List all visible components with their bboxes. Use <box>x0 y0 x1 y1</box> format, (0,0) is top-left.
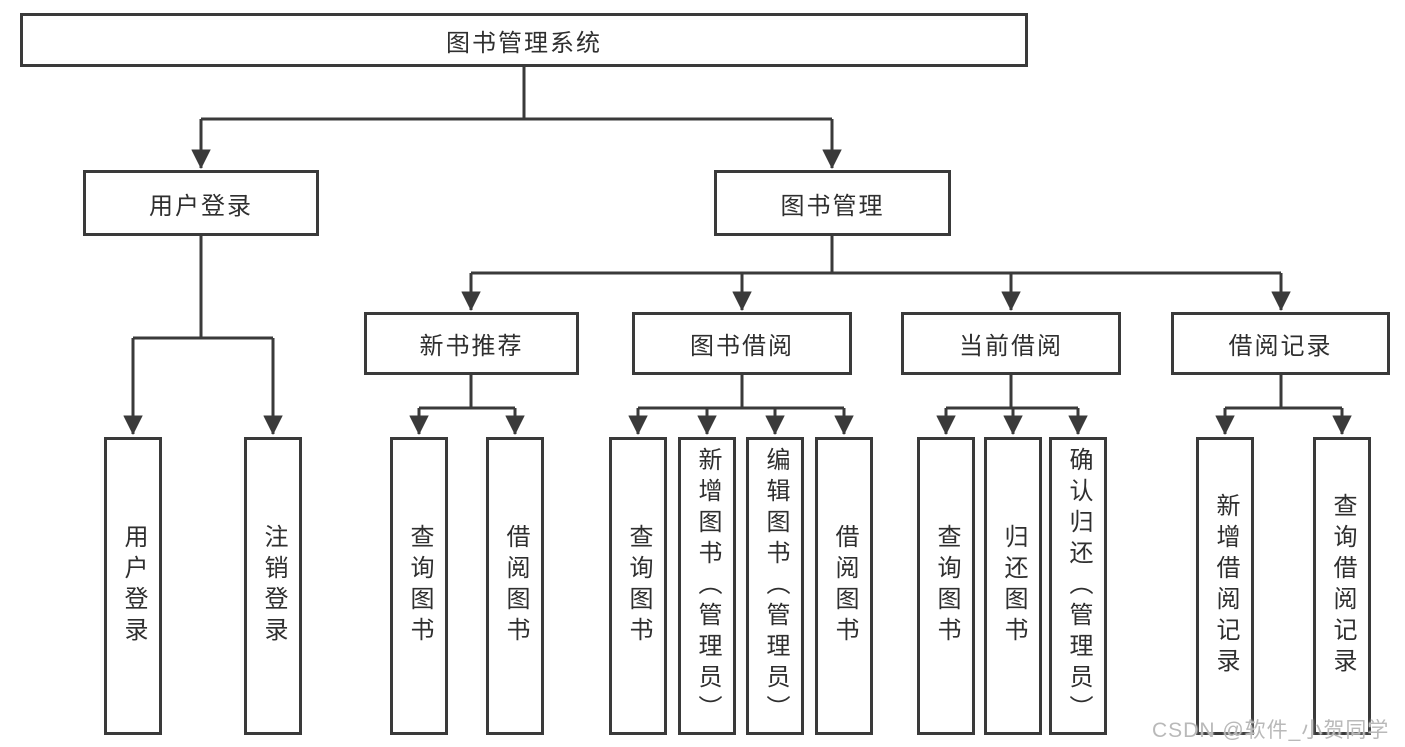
connector-book-management-split <box>471 236 1281 275</box>
connector-borrow-records-split <box>1225 375 1342 410</box>
node-label: 图书借阅 <box>690 333 794 360</box>
leaf-bb-edit-books-admin: 编辑图书（管理员） <box>746 437 804 735</box>
leaf-bb-add-books-admin: 新增图书（管理员） <box>678 437 736 735</box>
node-user-login: 用户登录 <box>83 170 319 236</box>
leaf-user-login: 用户登录 <box>104 437 162 735</box>
leaf-label: 借阅图书 <box>502 524 529 648</box>
node-label: 借阅记录 <box>1228 333 1333 360</box>
node-library-management-system: 图书管理系统 <box>20 13 1028 67</box>
node-book-borrow: 图书借阅 <box>632 312 852 375</box>
leaf-label: 查询图书 <box>933 524 960 648</box>
connector-new-book-split <box>419 375 515 410</box>
leaf-label: 查询图书 <box>406 524 433 648</box>
node-current-borrow: 当前借阅 <box>901 312 1121 375</box>
node-new-book-recommend: 新书推荐 <box>364 312 579 375</box>
connector-current-borrow-split <box>946 375 1078 410</box>
leaf-bb-borrow-books: 借阅图书 <box>815 437 873 735</box>
leaf-br-query-record: 查询借阅记录 <box>1313 437 1371 735</box>
node-borrow-records: 借阅记录 <box>1171 312 1390 375</box>
leaf-label: 编辑图书（管理员） <box>762 446 789 726</box>
leaf-logout: 注销登录 <box>244 437 302 735</box>
leaf-nb-borrow-books: 借阅图书 <box>486 437 544 735</box>
leaf-cb-confirm-return-admin: 确认归还（管理员） <box>1049 437 1107 735</box>
connector-book-borrow-split <box>638 375 844 410</box>
leaf-label: 借阅图书 <box>831 524 858 648</box>
connector-user-login-split <box>133 236 273 340</box>
connector-root-split <box>201 67 832 121</box>
node-label: 新书推荐 <box>419 333 524 360</box>
leaf-cb-query-books: 查询图书 <box>917 437 975 735</box>
node-label: 用户登录 <box>149 192 253 220</box>
leaf-label: 归还图书 <box>1000 524 1027 648</box>
leaf-label: 用户登录 <box>120 524 147 648</box>
node-label: 图书管理系统 <box>446 29 602 57</box>
leaf-br-add-record: 新增借阅记录 <box>1196 437 1254 735</box>
leaf-cb-return-books: 归还图书 <box>984 437 1042 735</box>
leaf-label: 新增借阅记录 <box>1212 493 1239 679</box>
leaf-label: 注销登录 <box>260 524 287 648</box>
leaf-bb-query-books: 查询图书 <box>609 437 667 735</box>
leaf-label: 查询借阅记录 <box>1329 493 1356 679</box>
node-book-management: 图书管理 <box>714 170 951 236</box>
leaf-nb-query-books: 查询图书 <box>390 437 448 735</box>
leaf-label: 新增图书（管理员） <box>694 446 721 726</box>
leaf-label: 确认归还（管理员） <box>1065 446 1092 726</box>
node-label: 图书管理 <box>780 192 885 220</box>
csdn-watermark: CSDN @软件_小贺同学 <box>1152 719 1390 742</box>
leaf-label: 查询图书 <box>625 524 652 648</box>
node-label: 当前借阅 <box>959 333 1063 360</box>
